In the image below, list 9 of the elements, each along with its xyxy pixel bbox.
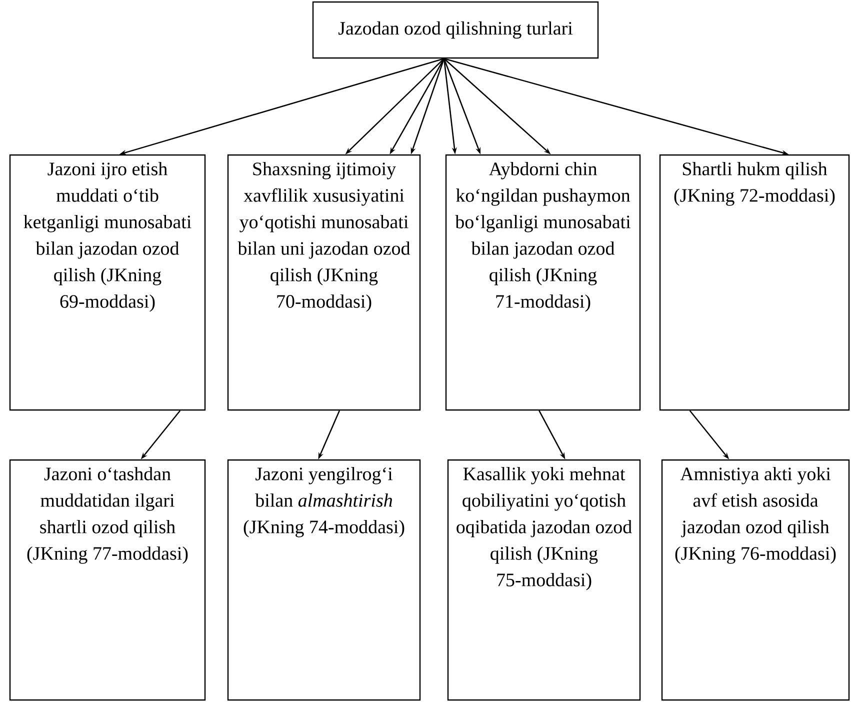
category-box: Aybdorni chin ko‘ngildan pushaymon bo‘lganligi munosabati bilan jazodan ozod qilish (JKning 71-moddasi) bbox=[445, 154, 641, 411]
category-box: Kasallik yoki mehnat qobiliyatini yo‘qotish oqibatida jazodan ozod qilish (JKning 75-moddasi) bbox=[447, 459, 641, 701]
category-box: Amnistiya akti yoki avf etish asosida jazodan ozod qilish (JKning 76-moddasi) bbox=[661, 459, 850, 701]
category-box: Shartli hukm qilish (JKning 72-moddasi) bbox=[659, 154, 850, 411]
title-box: Jazodan ozod qilishning turlari bbox=[312, 1, 599, 59]
category-box: Shaxsning ijtimoiy xavflilik xususiyatini yo‘qotishi munosabati bilan uni jazodan ozod qilish (JKning 70-moddasi) bbox=[227, 154, 421, 411]
category-box: Jazoni yengilrog‘i bilan almashtirish (JKning 74-moddasi) bbox=[227, 459, 421, 701]
category-box: Jazoni ijro etish muddati o‘tib ketganligi munosabati bilan jazodan ozod qilish (JKning 69-moddasi) bbox=[9, 154, 206, 411]
category-box: Jazoni o‘tashdan muddatidan ilgari shartli ozod qilish (JKning 77-moddasi) bbox=[9, 459, 206, 701]
